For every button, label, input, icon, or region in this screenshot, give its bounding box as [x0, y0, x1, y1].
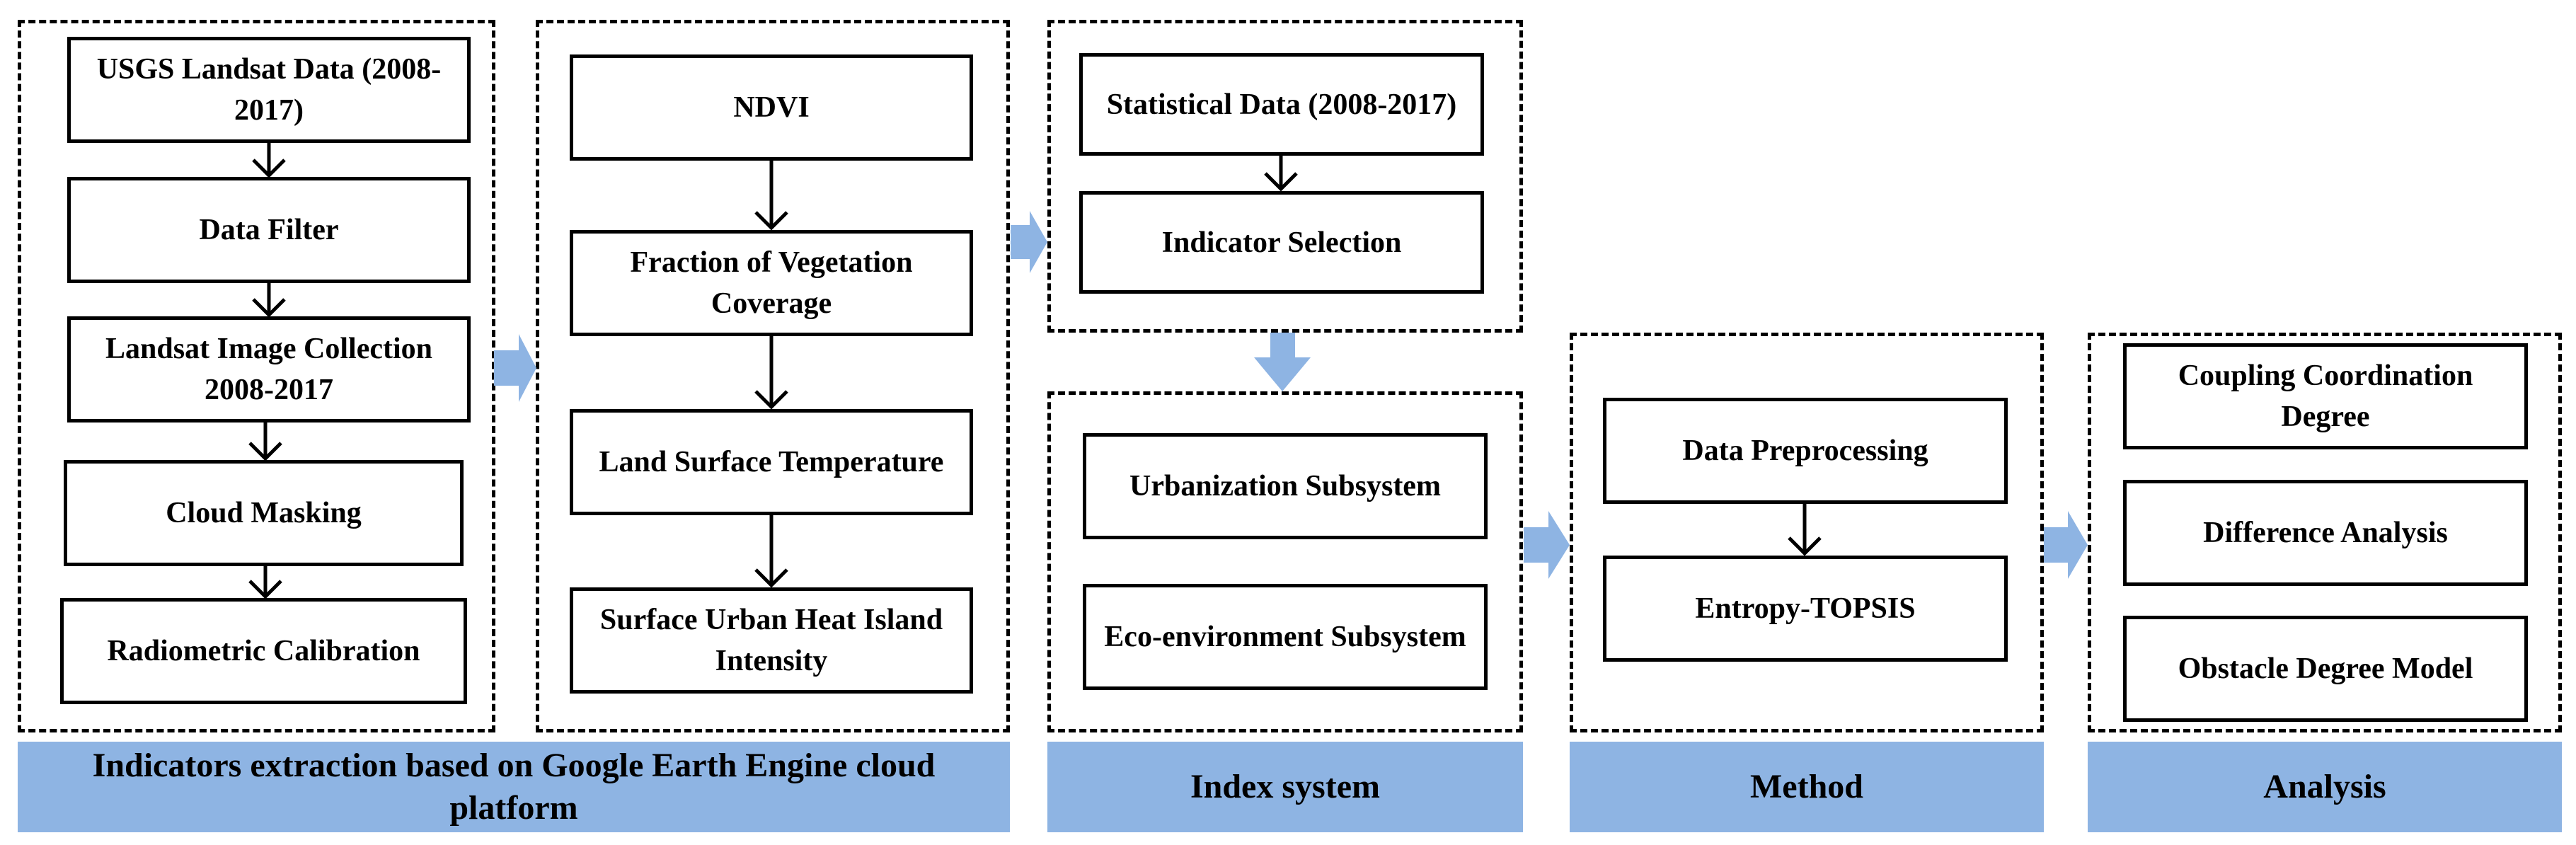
arrow-filter-to-collection	[252, 283, 286, 318]
arrow-fvc-to-lst	[754, 336, 788, 410]
block-arrow-panel2-to-panel3	[1011, 211, 1047, 273]
data-filter-box: Data Filter	[67, 177, 471, 283]
land-surface-temperature-box: Land Surface Temperature	[570, 409, 973, 515]
obstacle-degree-model-box: Obstacle Degree Model	[2123, 616, 2528, 722]
landsat-image-collection-box: Landsat Image Collection 2008-2017	[67, 316, 471, 423]
cloud-masking-box: Cloud Masking	[64, 460, 464, 566]
arrow-statistical-to-indicator	[1264, 156, 1298, 192]
arrow-ndvi-to-fvc	[754, 161, 788, 231]
banner-indicators-extraction: Indicators extraction based on Google Ea…	[18, 742, 1010, 832]
arrow-usgs-to-filter	[252, 143, 286, 178]
group-indicator-extraction	[536, 20, 1010, 732]
difference-analysis-box: Difference Analysis	[2123, 480, 2528, 586]
entropy-topsis-box: Entropy-TOPSIS	[1603, 556, 2008, 662]
radiometric-calibration-box: Radiometric Calibration	[60, 598, 467, 704]
block-arrow-panel3-down	[1254, 333, 1311, 391]
arrow-cloud-to-radiometric	[248, 566, 282, 599]
group-analysis	[2088, 333, 2562, 732]
group-subsystems	[1047, 391, 1523, 732]
fraction-vegetation-coverage-box: Fraction of Vegetation Coverage	[570, 230, 973, 336]
indicator-selection-box: Indicator Selection	[1079, 191, 1484, 294]
surface-urban-heat-island-box: Surface Urban Heat Island Intensity	[570, 587, 973, 694]
block-arrow-panel3-to-panel4	[1524, 511, 1570, 579]
urbanization-subsystem-box: Urbanization Subsystem	[1083, 433, 1488, 539]
banner-method: Method	[1570, 742, 2044, 832]
group-landsat-processing	[18, 20, 495, 732]
arrow-lst-to-suhi	[754, 515, 788, 588]
coupling-coordination-degree-box: Coupling Coordination Degree	[2123, 343, 2528, 449]
banner-index-system: Index system	[1047, 742, 1523, 832]
arrow-collection-to-cloud	[248, 423, 282, 461]
banner-analysis: Analysis	[2088, 742, 2562, 832]
block-arrow-panel1-to-panel2	[494, 334, 536, 402]
ndvi-box: NDVI	[570, 54, 973, 161]
statistical-data-box: Statistical Data (2008-2017)	[1079, 53, 1484, 156]
eco-environment-subsystem-box: Eco-environment Subsystem	[1083, 584, 1488, 690]
group-statistical	[1047, 20, 1523, 333]
block-arrow-panel4-to-panel5	[2044, 511, 2088, 579]
arrow-preprocessing-to-entropy	[1788, 504, 1822, 556]
data-preprocessing-box: Data Preprocessing	[1603, 398, 2008, 504]
group-method	[1570, 333, 2044, 732]
usgs-landsat-data-box: USGS Landsat Data (2008-2017)	[67, 37, 471, 143]
